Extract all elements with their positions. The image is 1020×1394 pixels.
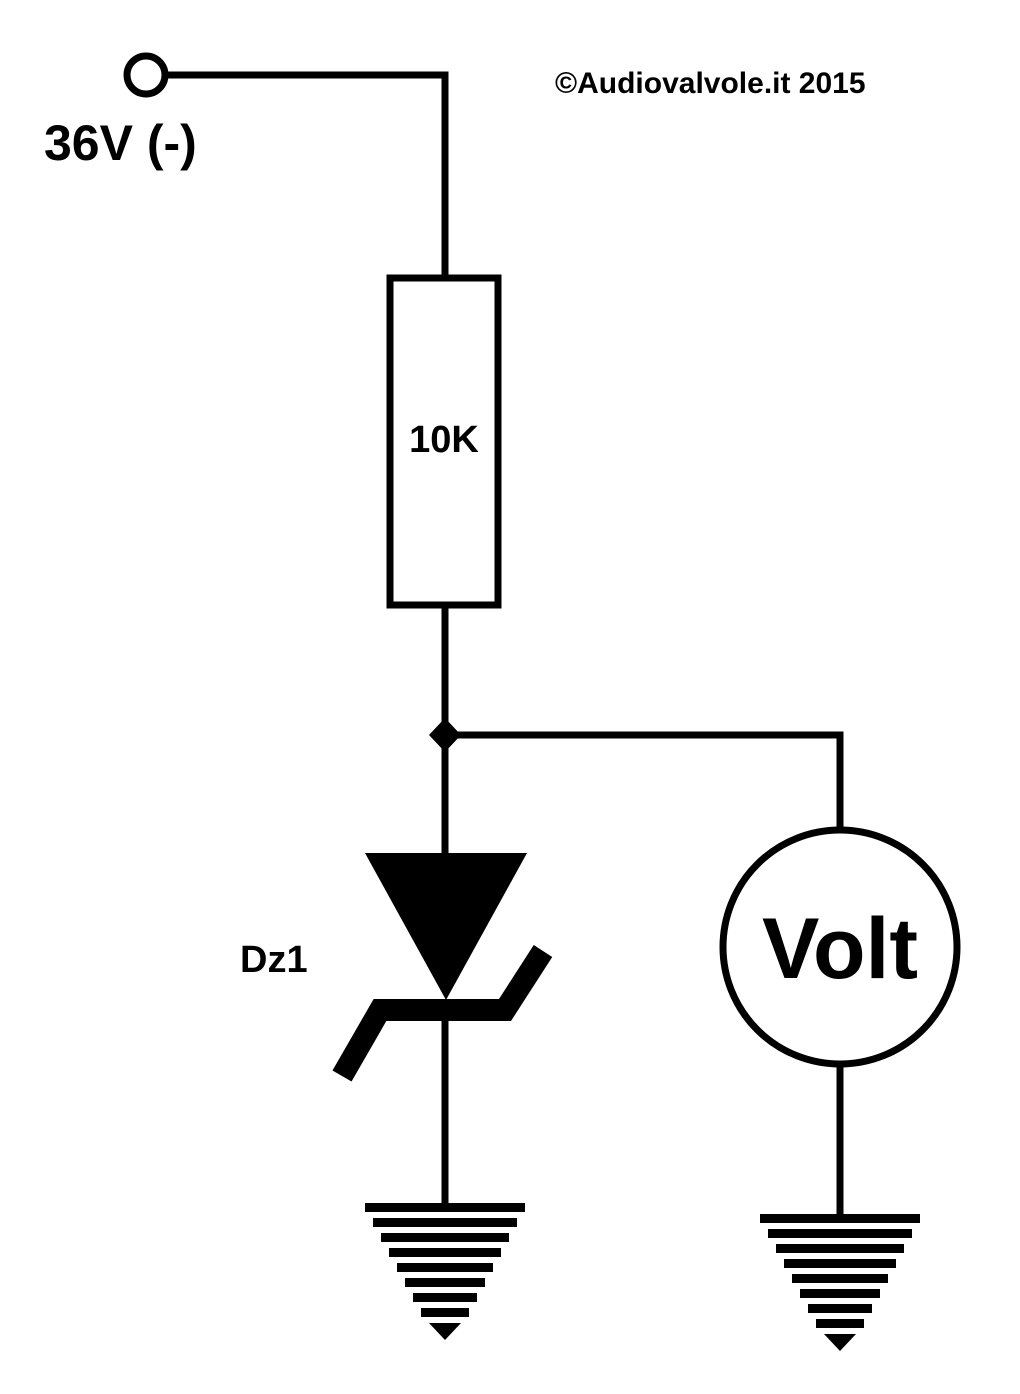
resistor-value-label: 10K <box>409 419 479 461</box>
voltmeter-label: Volt <box>762 901 918 997</box>
supply-terminal <box>123 52 169 98</box>
zener-triangle <box>365 853 527 1000</box>
ground-symbol-right <box>760 1214 920 1351</box>
copyright-text: ©Audiovalvole.it 2015 <box>555 67 866 100</box>
wire-supply-to-resistor <box>161 71 449 282</box>
wire-junction-to-voltmeter <box>441 731 844 834</box>
zener-designator-label: Dz1 <box>240 939 308 981</box>
supply-voltage-label: 36V (-) <box>44 115 197 171</box>
ground-symbol-left <box>365 1203 525 1340</box>
